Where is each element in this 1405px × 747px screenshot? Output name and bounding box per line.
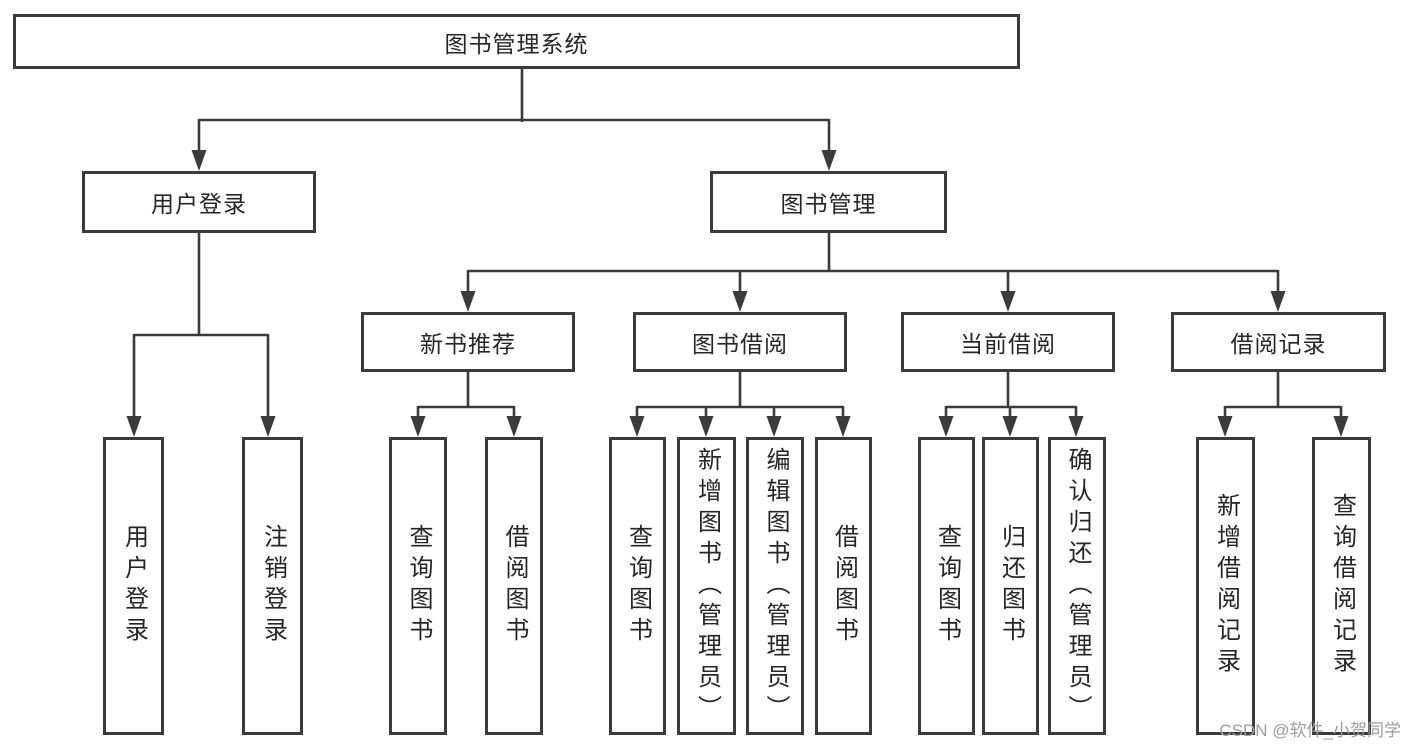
leaf-borrow-add-books-admin: 新增图书（管理员）	[677, 437, 736, 735]
node-label: 图书管理	[780, 191, 877, 217]
arrowhead-icon	[260, 416, 276, 437]
watermark: CSDN @软件_小贺同学	[1219, 721, 1401, 740]
leaf-current-confirm-return-admin: 确认归还（管理员）	[1048, 437, 1106, 735]
leaf-borrow-edit-books-admin: 编辑图书（管理员）	[746, 437, 804, 735]
leaf-current-query-books: 查询图书	[918, 437, 975, 735]
arrowhead-icon	[698, 416, 714, 437]
leaf-borrow-borrow-books: 借阅图书	[815, 437, 872, 735]
leaf-label: 用户登录	[120, 524, 148, 648]
node-label: 当前借阅	[960, 331, 1056, 357]
node-new-book-recommend: 新书推荐	[361, 312, 575, 372]
node-label: 图书管理系统	[444, 30, 589, 57]
node-book-borrow: 图书借阅	[633, 312, 847, 372]
arrowhead-icon	[1217, 416, 1233, 437]
leaf-label: 查询图书	[933, 524, 961, 648]
node-label: 新书推荐	[420, 331, 516, 357]
node-root-library-system: 图书管理系统	[13, 14, 1020, 69]
arrowhead-icon	[1000, 291, 1016, 312]
node-label: 借阅记录	[1230, 331, 1327, 357]
connector-path	[132, 66, 1343, 422]
arrowhead-icon	[1068, 416, 1084, 437]
node-book-management: 图书管理	[710, 171, 947, 233]
arrowhead-icon	[126, 416, 142, 437]
leaf-label: 查询图书	[405, 524, 432, 648]
leaf-current-return-books: 归还图书	[982, 437, 1039, 735]
arrowhead-icon	[821, 150, 837, 171]
leaf-label: 查询借阅记录	[1328, 493, 1356, 679]
arrowhead-icon	[191, 150, 207, 171]
leaf-logout: 注销登录	[242, 437, 303, 735]
leaf-user-login: 用户登录	[103, 437, 164, 735]
leaf-record-query-borrow-record: 查询借阅记录	[1312, 437, 1371, 735]
leaf-label: 借阅图书	[501, 524, 528, 648]
leaf-label: 注销登录	[259, 524, 287, 648]
arrowhead-icon	[1002, 416, 1018, 437]
arrowhead-icon	[732, 291, 748, 312]
leaf-newbook-borrow-books: 借阅图书	[485, 437, 543, 735]
leaf-record-add-borrow-record: 新增借阅记录	[1196, 437, 1255, 735]
arrowhead-icon	[766, 416, 782, 437]
leaf-label: 归还图书	[997, 524, 1025, 648]
leaf-label: 查询图书	[624, 524, 652, 648]
arrowhead-icon	[410, 416, 426, 437]
leaf-label: 新增图书（管理员）	[693, 446, 721, 726]
arrowhead-icon	[1333, 416, 1349, 437]
node-borrow-record: 借阅记录	[1171, 312, 1386, 372]
arrowheads	[126, 150, 1349, 437]
arrowhead-icon	[460, 291, 476, 312]
arrowhead-icon	[835, 416, 851, 437]
arrowhead-icon	[938, 416, 954, 437]
node-user-login: 用户登录	[82, 171, 316, 233]
node-current-borrow: 当前借阅	[901, 312, 1115, 372]
leaf-newbook-query-books: 查询图书	[389, 437, 447, 735]
leaf-label: 确认归还（管理员）	[1064, 446, 1091, 726]
arrowhead-icon	[506, 416, 522, 437]
leaf-borrow-query-books: 查询图书	[609, 437, 666, 735]
leaf-label: 新增借阅记录	[1212, 493, 1240, 679]
leaf-label: 编辑图书（管理员）	[762, 446, 789, 726]
arrowhead-icon	[629, 416, 645, 437]
arrowhead-icon	[1270, 291, 1286, 312]
node-label: 图书借阅	[692, 331, 788, 357]
node-label: 用户登录	[151, 191, 247, 217]
leaf-label: 借阅图书	[830, 524, 858, 648]
